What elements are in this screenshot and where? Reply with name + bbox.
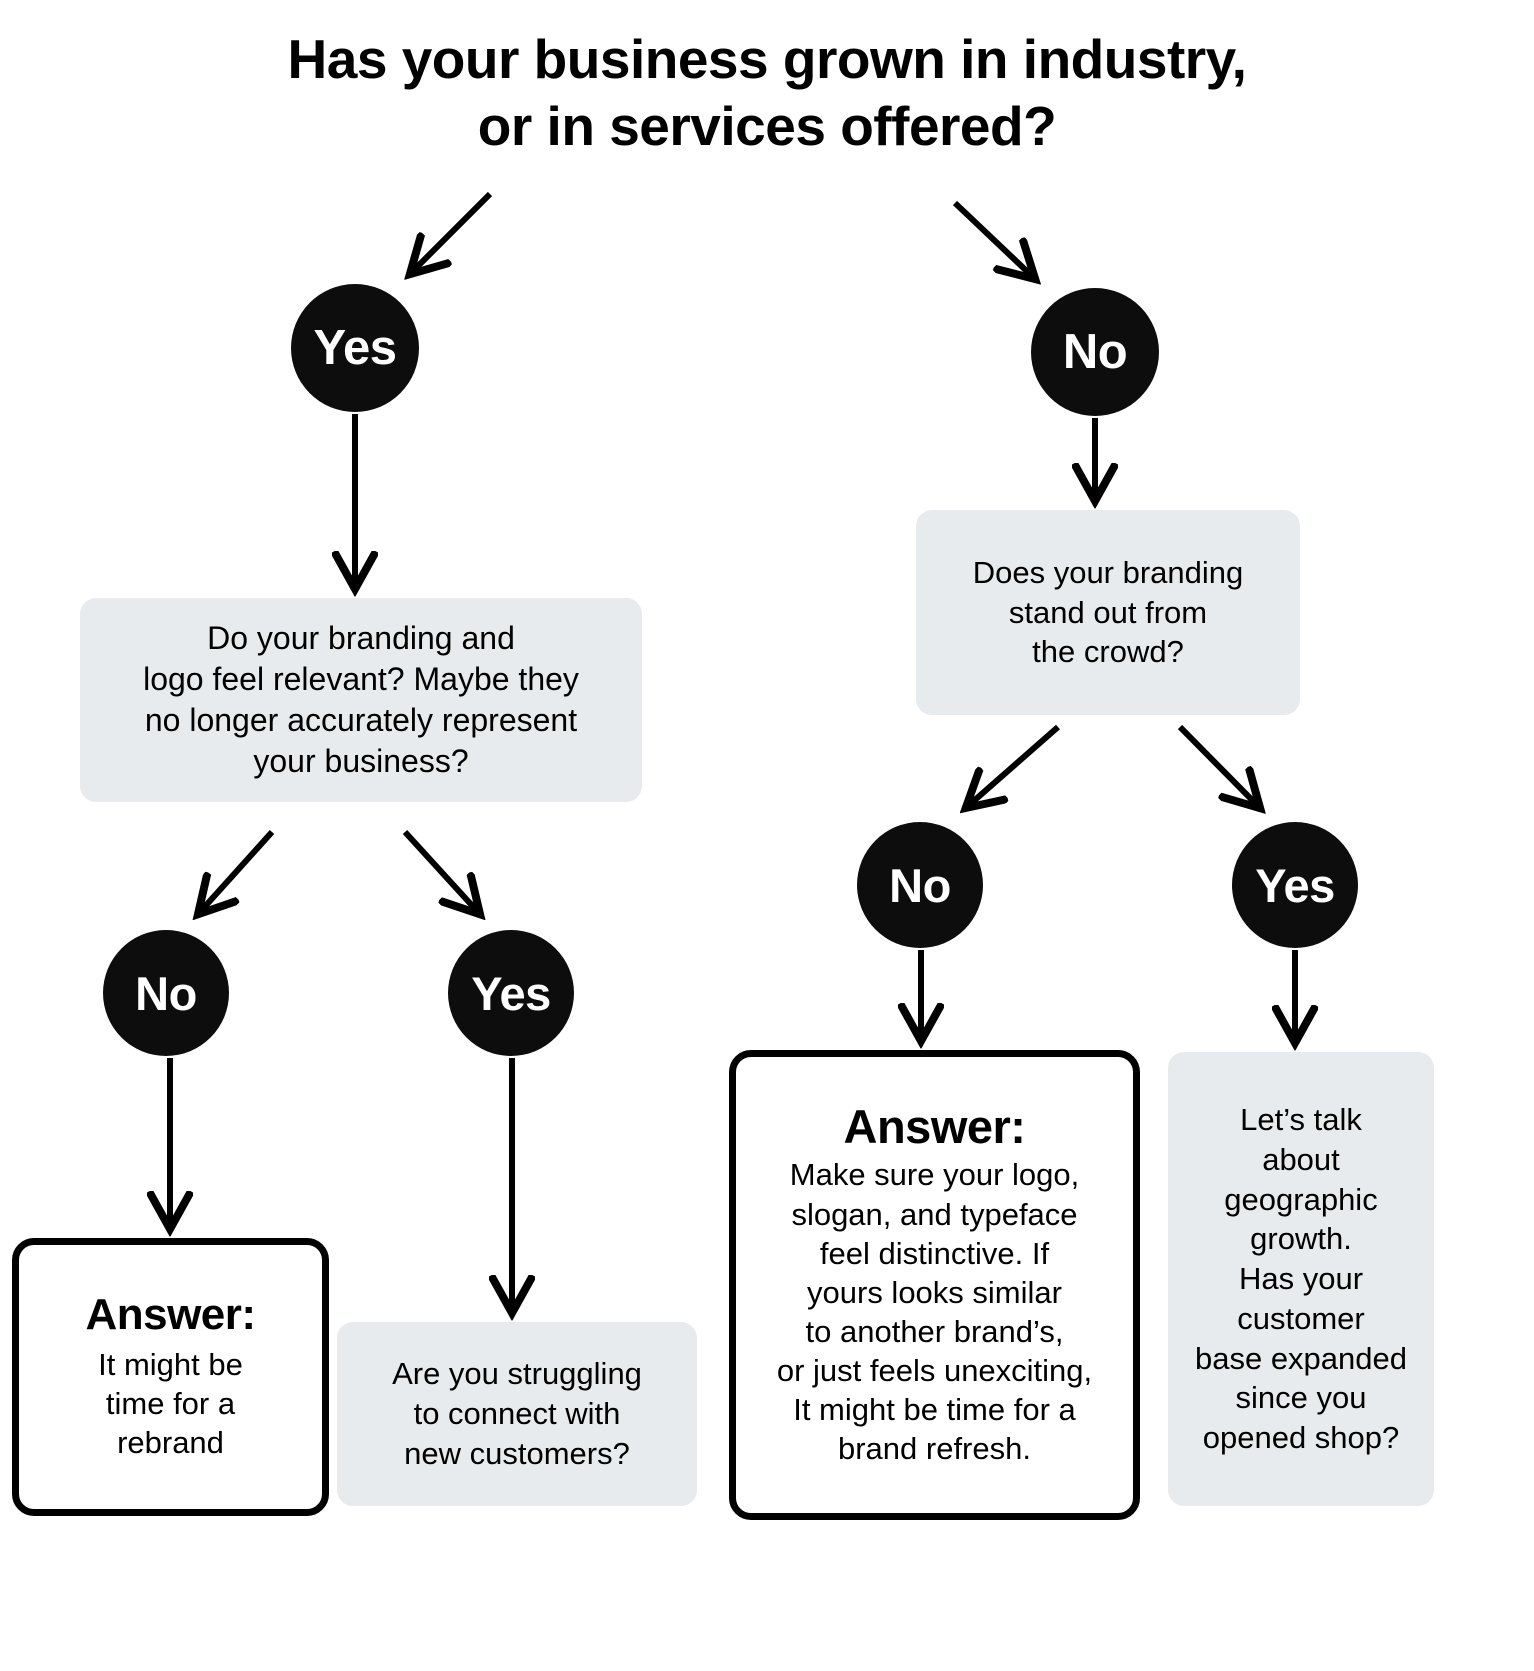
- decision-circle-root-no[interactable]: No: [1031, 288, 1159, 416]
- decision-circle-label: Yes: [313, 320, 397, 375]
- answer-heading: Answer:: [85, 1290, 256, 1340]
- decision-circle-label: No: [1062, 324, 1128, 379]
- decision-circle-label: Yes: [1255, 858, 1335, 912]
- page-title-line-1: Has your business grown in industry,: [287, 28, 1247, 90]
- arrow-root-to-yes: [412, 191, 493, 272]
- answer-body: Make sure your logo,slogan, and typeface…: [776, 1157, 1093, 1466]
- decision-circle-label: Yes: [471, 966, 551, 1020]
- decision-circle-right-no[interactable]: No: [857, 822, 983, 948]
- arrow-left-question-to-yes: [402, 829, 478, 912]
- decision-circle-left-yes[interactable]: Yes: [448, 930, 574, 1056]
- page-title: Has your business grown in industry, or …: [0, 26, 1534, 160]
- arrow-right-question-to-yes: [1177, 724, 1258, 806]
- decision-circle-label: No: [889, 858, 951, 912]
- decision-circle-left-no[interactable]: No: [103, 930, 229, 1056]
- answer-box-brand-refresh[interactable]: Answer: Make sure your logo,slogan, and …: [729, 1050, 1140, 1520]
- decision-circle-right-yes[interactable]: Yes: [1232, 822, 1358, 948]
- decision-circle-root-yes[interactable]: Yes: [291, 284, 419, 412]
- answer-heading: Answer:: [843, 1100, 1026, 1154]
- arrow-root-to-no: [952, 200, 1033, 277]
- arrow-right-question-to-no: [968, 724, 1060, 806]
- decision-circle-label: No: [135, 966, 197, 1020]
- page-title-line-2: or in services offered?: [477, 95, 1057, 158]
- arrow-left-question-to-no: [200, 829, 275, 912]
